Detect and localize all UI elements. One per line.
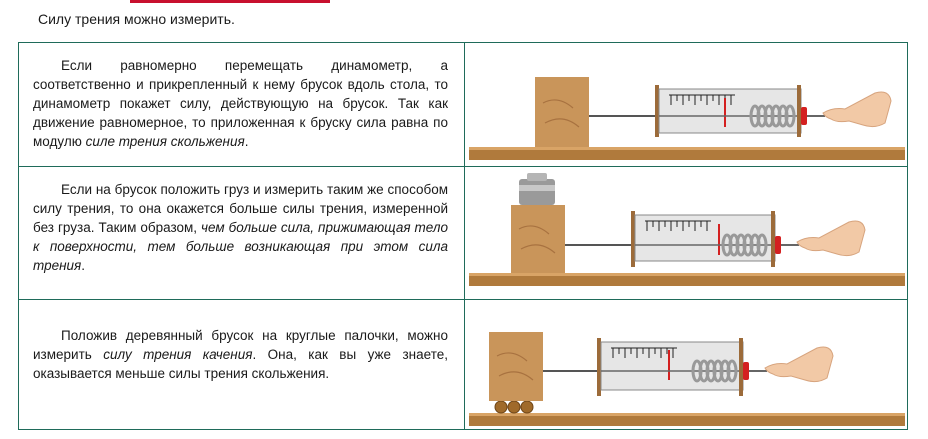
title-accent-bar — [130, 0, 330, 3]
wood-block — [535, 77, 589, 147]
table-row: Если на брусок положить груз и измерить … — [19, 166, 907, 299]
illustration-rollers — [465, 300, 909, 429]
illustration-with-weight — [465, 167, 909, 299]
content-table: Если равномерно перемещать динамометр, а… — [18, 42, 908, 430]
intro-text: Силу трения можно измерить. — [38, 11, 235, 27]
row-text-plain: . — [81, 258, 86, 273]
hand — [764, 346, 834, 383]
row-text-plain: Положив деревянный брусок на круглые пал… — [33, 328, 448, 362]
roller — [520, 400, 534, 414]
roller — [507, 400, 521, 414]
row-text-emphasis: силу трения качения — [103, 347, 253, 362]
hand — [796, 220, 866, 257]
weight — [519, 179, 555, 205]
row-text-plain: Если равномерно перемещать динамометр, а… — [33, 58, 448, 149]
row-text-plain: . Она, как вы уже знаете, оказывается ме… — [33, 347, 448, 381]
hand — [822, 91, 892, 128]
row-text: Положив деревянный брусок на круглые пал… — [19, 300, 465, 429]
row-text-emphasis: чем больше сила, прижимающая тело к пове… — [33, 220, 448, 273]
row-text: Если равномерно перемещать динамометр, а… — [19, 43, 465, 166]
row-text-emphasis: силе трения скольжения — [85, 134, 245, 149]
table-row: Если равномерно перемещать динамометр, а… — [19, 43, 907, 166]
row-text: Если на брусок положить груз и измерить … — [19, 167, 465, 299]
wood-block — [511, 205, 565, 273]
roller — [494, 400, 508, 414]
table-row: Положив деревянный брусок на круглые пал… — [19, 299, 907, 429]
wood-block — [489, 332, 543, 401]
illustration-sliding — [465, 43, 909, 166]
row-text-plain: . — [244, 134, 249, 149]
row-text-plain: Если на брусок положить груз и измерить … — [33, 182, 448, 235]
